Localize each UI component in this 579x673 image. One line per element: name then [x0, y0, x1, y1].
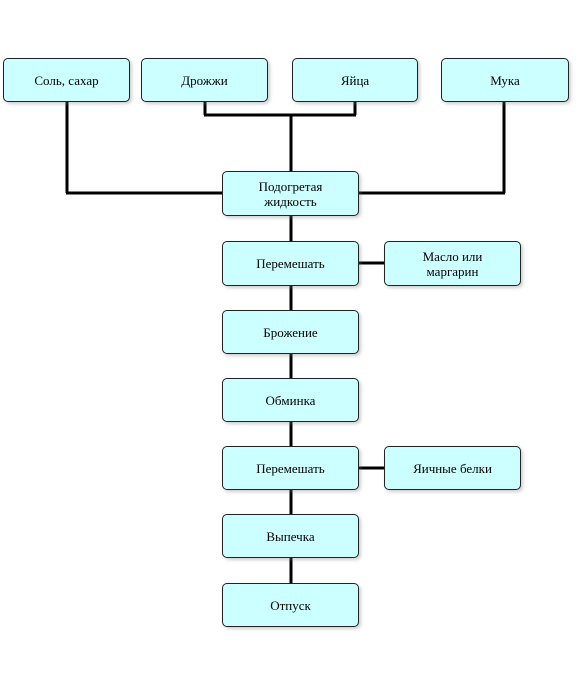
node-baking-label: Выпечка: [266, 528, 315, 544]
node-eggs: Яйца: [292, 58, 418, 102]
node-mix-1: Перемешать: [222, 241, 359, 286]
node-mix-2: Перемешать: [222, 446, 359, 490]
node-butter: Масло или маргарин: [384, 241, 521, 286]
node-egg-whites-label: Яичные белки: [413, 460, 492, 476]
node-butter-label: Масло или маргарин: [422, 248, 483, 279]
node-warm-liquid-label: Подогретая жидкость: [258, 178, 323, 209]
node-release-label: Отпуск: [270, 597, 311, 613]
node-release: Отпуск: [222, 583, 359, 627]
node-baking: Выпечка: [222, 514, 359, 558]
node-fermentation: Брожение: [222, 310, 359, 354]
node-eggs-label: Яйца: [340, 72, 370, 88]
node-mix-1-label: Перемешать: [256, 256, 325, 271]
node-punching: Обминка: [222, 378, 359, 422]
node-flour-label: Мука: [490, 72, 520, 88]
node-flour: Мука: [441, 58, 569, 102]
node-yeast-label: Дрожжи: [181, 72, 228, 88]
node-mix-2-label: Перемешать: [256, 460, 325, 476]
node-fermentation-label: Брожение: [263, 324, 318, 340]
node-salt-sugar: Соль, сахар: [3, 58, 130, 102]
node-warm-liquid: Подогретая жидкость: [222, 171, 359, 216]
node-yeast: Дрожжи: [141, 58, 268, 102]
node-salt-sugar-label: Соль, сахар: [34, 72, 99, 88]
node-egg-whites: Яичные белки: [384, 446, 521, 490]
node-punching-label: Обминка: [265, 392, 316, 408]
